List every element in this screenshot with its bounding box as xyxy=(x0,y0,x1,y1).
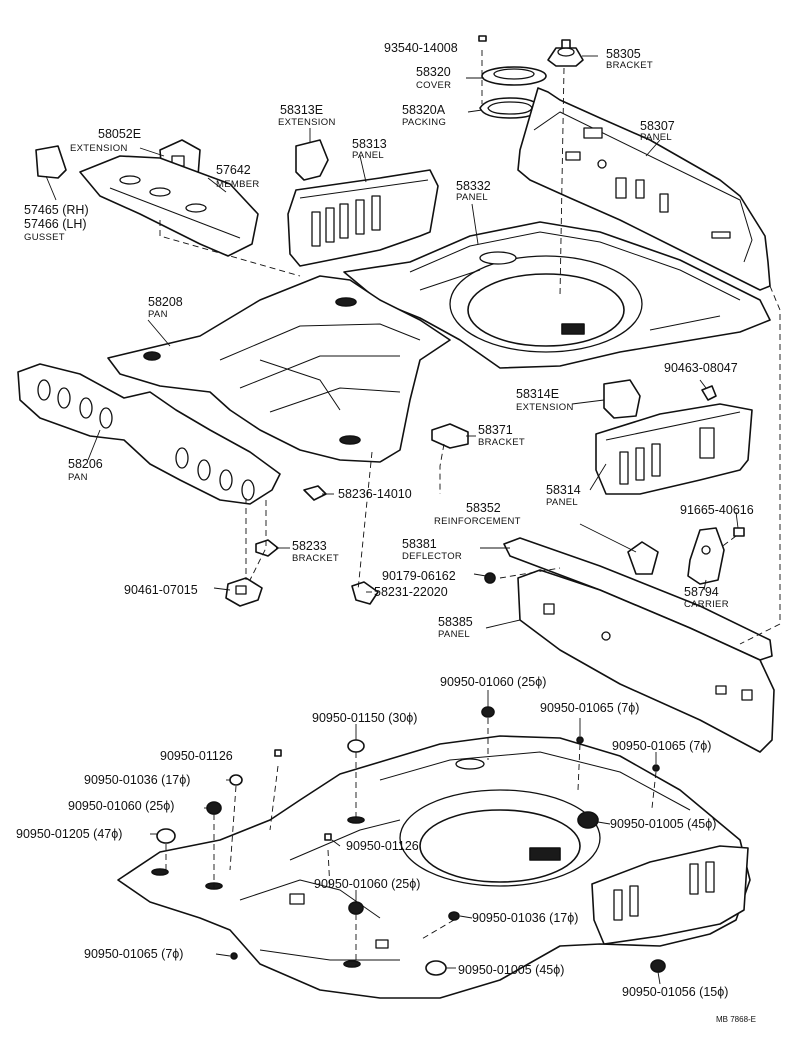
label-90950-01060-b: 90950-01060 (25ϕ) xyxy=(68,799,174,813)
part-91665-bolt xyxy=(733,527,745,537)
part-58320-cover xyxy=(481,66,547,86)
label-90463-08047: 90463-08047 xyxy=(664,361,738,375)
part-58332-panel xyxy=(343,221,771,369)
assembly-lines xyxy=(159,50,781,966)
assembled-side-panel xyxy=(591,845,749,945)
part-90461-clip xyxy=(225,577,263,607)
part-58307-panel xyxy=(517,87,771,291)
part-58231-clip xyxy=(351,581,379,605)
part-58314-panel xyxy=(595,403,753,495)
label-90950-01126-b: 90950-01126 xyxy=(346,839,419,853)
part-58236-clip xyxy=(303,485,327,501)
leader-lines xyxy=(45,55,739,985)
part-58352-reinforcement xyxy=(627,541,659,575)
label-90950-01060-c: 90950-01060 (25ϕ) xyxy=(314,877,420,891)
assembled-floor xyxy=(117,735,751,999)
part-90179-nut xyxy=(484,572,496,584)
part-58381-deflector xyxy=(503,537,773,661)
part-58314E-extension xyxy=(603,379,641,419)
screw-93540 xyxy=(478,35,487,42)
part-90463-clip xyxy=(701,385,717,401)
label-93540-14008: 93540-14008 xyxy=(384,41,458,55)
label-58236-14010: 58236-14010 xyxy=(338,487,412,501)
label-90950-01056: 90950-01056 (15ϕ) xyxy=(622,985,728,999)
label-90179-06162: 90179-06162 xyxy=(382,569,456,583)
part-58206-pan xyxy=(17,363,281,505)
label-57465-57466: 57465 (RH)57466 (LH)GUSSET xyxy=(24,203,89,243)
label-90950-01036-a: 90950-01036 (17ϕ) xyxy=(84,773,190,787)
label-90950-01065-a: 90950-01065 (7ϕ) xyxy=(540,701,639,715)
label-90950-01005-a: 90950-01005 (45ϕ) xyxy=(610,817,716,831)
label-90950-01205: 90950-01205 (47ϕ) xyxy=(16,827,122,841)
label-90950-01065-b: 90950-01065 (7ϕ) xyxy=(612,739,711,753)
label-58231-22020: 58231-22020 xyxy=(374,585,448,599)
part-58385-panel xyxy=(517,569,775,753)
part-58313E-extension xyxy=(295,139,329,181)
part-58305-bracket xyxy=(547,39,584,67)
label-90950-01036-b: 90950-01036 (17ϕ) xyxy=(472,911,578,925)
label-91665-40616: 91665-40616 xyxy=(680,503,754,517)
part-58208-pan xyxy=(107,275,451,463)
part-57642-member xyxy=(79,155,259,257)
part-58313-panel xyxy=(287,169,439,267)
parts-drawing xyxy=(17,35,775,999)
part-58233-bracket xyxy=(255,539,279,557)
reference-code: MB 7868-E xyxy=(716,1015,756,1024)
part-57465-gusset xyxy=(35,145,67,179)
label-90950-01060-a: 90950-01060 (25ϕ) xyxy=(440,675,546,689)
part-58371-bracket xyxy=(431,423,469,449)
label-90950-01065-c: 90950-01065 (7ϕ) xyxy=(84,947,183,961)
part-58794-carrier xyxy=(687,527,725,585)
label-90950-01150: 90950-01150 (30ϕ) xyxy=(312,711,417,725)
label-90461-07015: 90461-07015 xyxy=(124,583,198,597)
label-90950-01126-a: 90950-01126 xyxy=(160,749,233,763)
label-90950-01005-b: 90950-01005 (45ϕ) xyxy=(458,963,564,977)
